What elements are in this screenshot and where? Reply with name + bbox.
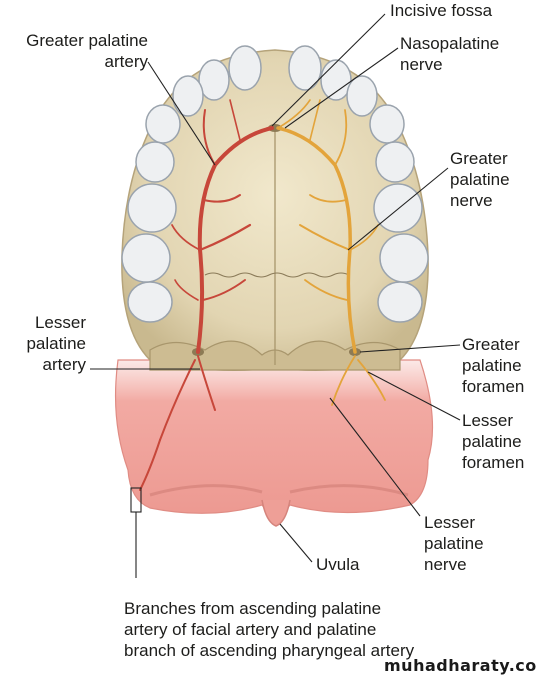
- lesser-palatine-foramen-label: Lesser palatine foramen: [462, 411, 525, 472]
- uvula-label: Uvula: [316, 555, 360, 574]
- greater-palatine-artery-label: Greater palatine artery: [26, 31, 148, 71]
- lesser-palatine-nerve-label: Lesser palatine nerve: [424, 513, 484, 574]
- soft-palate-fold: [149, 484, 409, 497]
- watermark-text: muhadharaty.com: [384, 656, 536, 675]
- uvula-shape: [261, 499, 291, 527]
- greater-palatine-artery-vessels: [171, 99, 274, 354]
- transverse-suture: [204, 272, 350, 278]
- lesser-palatine-nerve-fibres: [331, 355, 386, 406]
- greater-palatine-foramen-label: Greater palatine foramen: [462, 335, 525, 396]
- leader-lines: [90, 13, 461, 578]
- greater-palatine-nerve-fibres: [276, 99, 379, 354]
- greater-palatine-nerve-label: Greater palatine nerve: [450, 149, 510, 210]
- lesser-palatine-artery-label: Lesser palatine artery: [26, 313, 86, 374]
- nasopalatine-nerve-label: Nasopalatine nerve: [400, 34, 500, 74]
- incisive-fossa-label: Incisive fossa: [390, 1, 493, 20]
- teeth: [121, 45, 429, 323]
- lesser-palatine-artery-vessels: [139, 355, 216, 491]
- branches-caption: Branches from ascending palatine artery …: [124, 599, 415, 660]
